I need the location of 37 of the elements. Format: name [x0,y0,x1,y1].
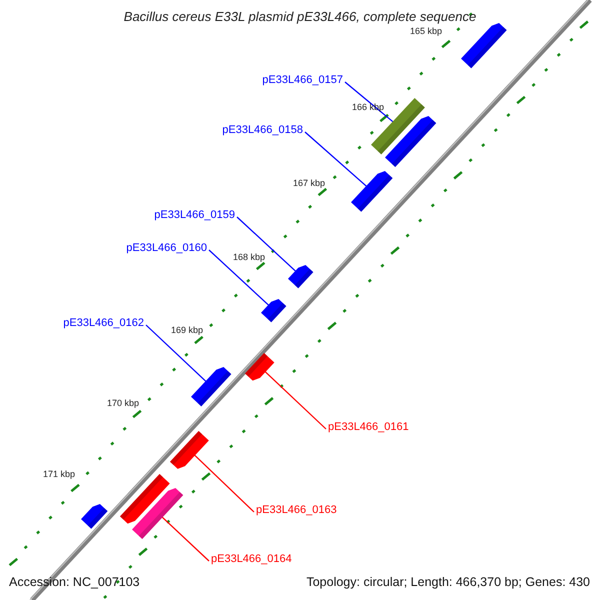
gene-label: pE33L466_0162 [63,317,144,329]
gene-feature [385,116,437,167]
leader-line [208,250,270,306]
leader-line [304,132,368,188]
gene-feature [461,22,507,68]
gene-feature [132,488,184,539]
gene-label: pE33L466_0164 [211,553,292,565]
gene-label: pE33L466_0163 [256,504,337,516]
leader-line [344,82,394,122]
gene-feature [190,366,232,406]
map-title: Bacillus cereus E33L plasmid pE33L466, complete sequence [122,9,478,24]
leader-line [146,324,206,382]
leader-line [162,516,210,562]
position-label: 168 kbp [233,252,266,262]
gene-label: pE33L466_0159 [154,209,235,221]
gene-label: pE33L466_0160 [126,242,207,254]
leader-line [236,216,296,272]
position-label: 165 kbp [410,26,442,36]
gene-feature [80,504,108,529]
position-label: 170 kbp [107,398,140,408]
position-label: 171 kbp [43,469,76,479]
gene-bar [371,98,425,154]
position-label: 167 kbp [293,178,326,188]
gene-label: pE33L466_0157 [262,74,343,86]
summary-text: Topology: circular; Length: 466,370 bp; Genes: 430 [306,575,590,589]
gene-feature [288,264,314,288]
leader-line [194,454,254,512]
gene-label: pE33L466_0161 [328,421,409,433]
gene-feature [351,170,393,212]
gene-label: pE33L466_0158 [222,124,303,136]
leader-line [264,371,326,430]
gene-feature [261,298,287,322]
position-label: 169 kbp [171,325,204,335]
accession-text: Accession: NC_007103 [9,575,140,589]
gene-feature [120,474,170,524]
gene-feature [245,352,275,381]
gene-feature [170,430,208,469]
